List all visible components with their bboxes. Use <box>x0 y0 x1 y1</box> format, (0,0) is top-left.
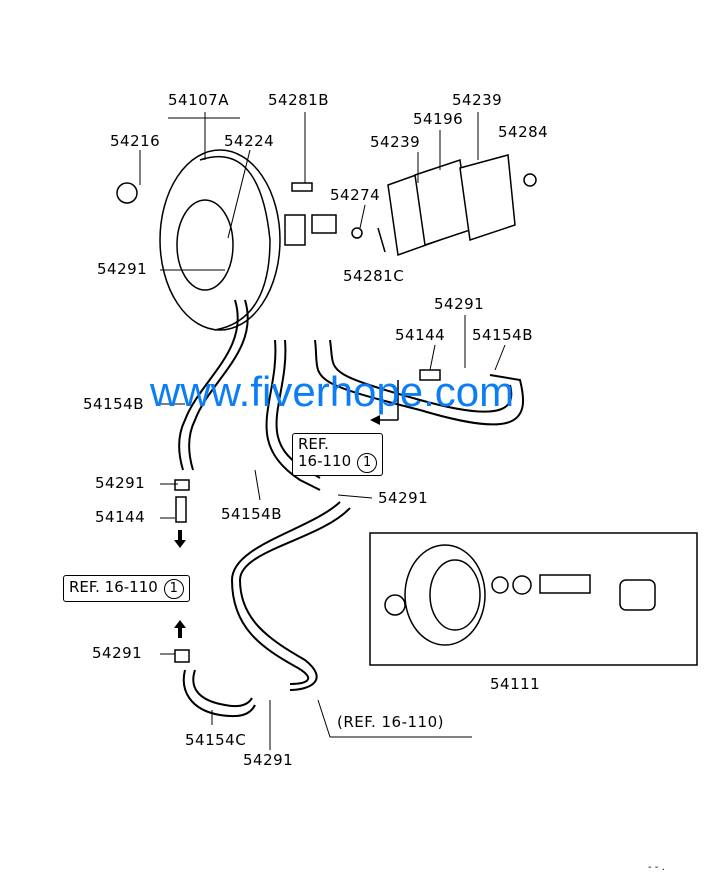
label-54281C: 54281C <box>343 267 405 285</box>
nut-54284 <box>523 173 537 187</box>
label-54239: 54239 <box>370 133 421 151</box>
ref-16-110-note[interactable]: (REF. 16-110) <box>337 713 444 731</box>
label-54144: 54144 <box>395 326 446 344</box>
ref-label: REF. <box>298 435 329 453</box>
footer-mark: - - . <box>648 862 665 873</box>
label-54154B: 54154B <box>472 326 534 344</box>
pin-54281C <box>377 227 386 253</box>
label-54291: 54291 <box>378 489 429 507</box>
label-54196: 54196 <box>413 110 464 128</box>
ref-index-circle: 1 <box>357 453 378 473</box>
label-54291: 54291 <box>95 474 146 492</box>
label-54111: 54111 <box>490 675 541 693</box>
ref-box-16-110-lower[interactable]: REF. 16-110 1 <box>63 575 190 602</box>
label-54154C: 54154C <box>185 731 247 749</box>
label-54291: 54291 <box>92 644 143 662</box>
label-54274: 54274 <box>330 186 381 204</box>
label-54281B: 54281B <box>268 91 330 109</box>
label-54107A: 54107A <box>168 91 229 109</box>
label-54144: 54144 <box>95 508 146 526</box>
ref-index-circle: 1 <box>163 579 184 599</box>
watermark: www.fiverhope.com <box>150 368 515 415</box>
label-54154B: 54154B <box>83 395 145 413</box>
label-54291: 54291 <box>434 295 485 313</box>
bolt-54281B <box>291 182 313 192</box>
label-54216: 54216 <box>110 132 161 150</box>
label-54224: 54224 <box>224 132 275 150</box>
brake-booster <box>159 149 337 331</box>
ref-box-16-110[interactable]: REF. 16-110 1 <box>292 433 384 476</box>
label-54284: 54284 <box>498 123 549 141</box>
label-54239-top: 54239 <box>452 91 503 109</box>
gaskets <box>387 154 516 257</box>
valve-54216 <box>116 182 138 204</box>
washer-54274 <box>351 227 363 239</box>
master-cylinder-54111 <box>369 532 698 666</box>
connector-54144 <box>419 369 441 381</box>
label-54291: 54291 <box>243 751 294 769</box>
hoses <box>178 299 524 718</box>
ref-number: 16-110 <box>298 452 352 470</box>
label-54291: 54291 <box>97 260 148 278</box>
ref-text: REF. 16-110 <box>69 578 158 596</box>
label-54154B: 54154B <box>221 505 283 523</box>
leader-lines <box>139 112 506 750</box>
arrow-icons <box>174 415 380 638</box>
